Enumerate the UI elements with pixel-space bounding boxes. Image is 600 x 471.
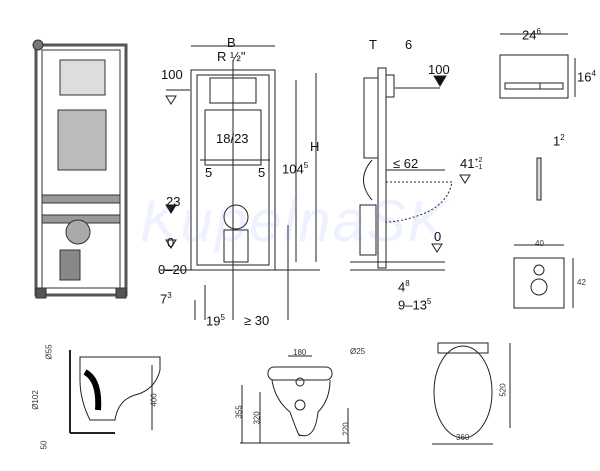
foot-offset-value: 7 [160,291,168,307]
toilet-side-view [69,350,161,434]
w360-label: 360 [456,433,470,442]
plate-width-sup: 6 [536,27,541,36]
plate-thickness-sup: 2 [560,133,565,142]
tol-plus: +2 [474,157,483,164]
toilet-front-view [240,355,350,444]
level-0-label: 0 [167,235,175,250]
side-level-0-label: 0 [434,229,442,244]
side-view [350,67,471,271]
height-1045-label: 1045 [282,161,309,177]
w180-label: 180 [293,348,307,357]
plate-width-label: 246 [522,27,541,43]
frame-photo [32,39,128,299]
connection-label: R ½" [217,49,246,64]
toilet-top-view [432,342,511,445]
seal-plate [513,244,574,309]
tol-minus: −1 [474,164,483,171]
seal-height-label: 42 [577,278,586,287]
height-41-label: 41+2−1 [460,157,482,171]
center-sup: 5 [220,313,225,322]
flush-plate [499,33,576,201]
offset-48-value: 4 [398,279,406,295]
range-label: 9–135 [398,297,432,313]
plate-thickness-value: 1 [553,133,561,149]
plate-height-value: 16 [577,69,592,85]
center-value: 19 [206,313,221,329]
depth-t-label: T [369,37,377,52]
l520-label: 520 [498,383,508,397]
offset-right-label: 5 [258,165,266,180]
depth-6-label: 6 [405,37,413,52]
height-41-value: 41 [460,156,475,171]
plate-height-sup: 4 [591,69,596,78]
plate-height-label: 164 [577,69,596,85]
level-23-label: 23 [166,194,181,209]
foot-offset-label: 73 [160,291,172,307]
h400-label: 400 [149,393,159,407]
max-62-label: ≤ 62 [393,156,419,171]
spacing-label: 18/23 [216,131,249,146]
width-label: B [227,35,236,50]
floor-range-label: 0–20 [158,262,187,277]
d25-label: Ø25 [350,347,366,356]
watermark: KupelnaSK [140,189,449,254]
min-30-label: ≥ 30 [244,313,270,328]
offset-48-label: 48 [398,279,410,295]
front-view [160,45,320,320]
height-41-tolerance: +2−1 [474,157,482,171]
d102-label: Ø102 [30,390,40,410]
level-100-label: 100 [161,67,183,82]
plate-thickness-label: 12 [553,133,565,149]
height-sup: 5 [303,161,309,170]
plate-width-value: 24 [522,27,537,43]
range-value: 9–13 [398,297,427,313]
d55-label: Ø55 [44,344,54,360]
center-195-label: 195 [206,313,225,329]
h320-label: 320 [252,411,262,425]
side-level-100-label: 100 [428,62,450,77]
offset-left-label: 5 [205,165,213,180]
foot-offset-sup: 3 [167,291,172,300]
h220-label: 220 [341,422,351,436]
height-value: 104 [282,161,304,177]
range-sup: 5 [426,297,432,306]
offset-48-sup: 8 [405,279,410,288]
h50-label: 50 [39,440,49,450]
h355-label: 355 [234,405,244,419]
height-h-label: H [310,139,320,154]
seal-width-label: 40 [535,239,544,248]
